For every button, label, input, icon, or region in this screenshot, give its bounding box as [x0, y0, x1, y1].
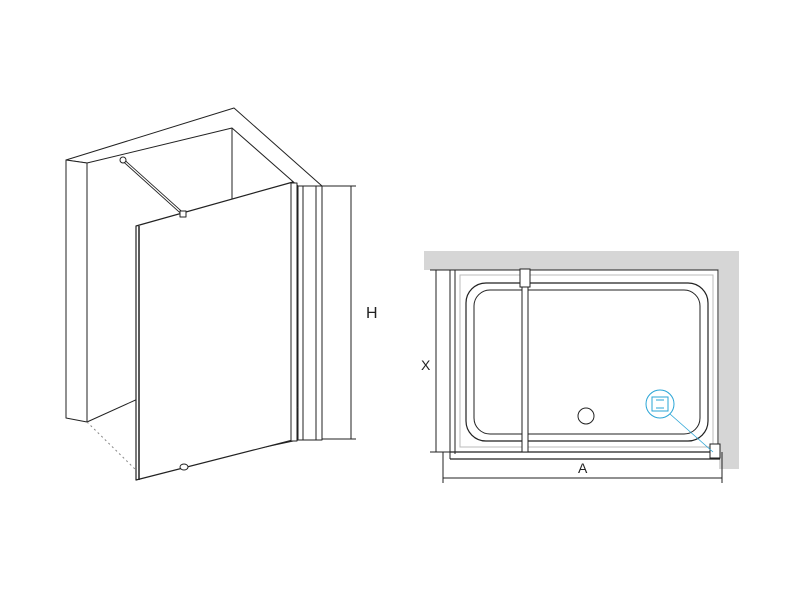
- width-dimension: [442, 452, 723, 483]
- shower-tray-basin-inner: [473, 289, 701, 435]
- wall-top-cap: [65, 107, 323, 187]
- detail-callout-circle: [645, 389, 675, 419]
- glass-panel: [135, 181, 294, 481]
- back-wall-left-face: [65, 159, 88, 423]
- depth-label: X: [421, 357, 431, 373]
- side-wall-face: [297, 185, 323, 441]
- plan-stabilizer-mount: [519, 268, 531, 288]
- back-wall-bottom-edge: [86, 397, 141, 423]
- shower-tray-rim: [459, 274, 714, 448]
- floor-drain: [179, 463, 189, 471]
- plan-view: [424, 251, 739, 483]
- perspective-view: [65, 107, 356, 481]
- width-label: A: [578, 460, 588, 476]
- detail-callout-profile: [651, 396, 669, 412]
- tray-drain: [577, 407, 595, 425]
- stabilizer-bar-inner: [122, 159, 184, 215]
- plan-end-profile: [709, 443, 721, 459]
- stabilizer-wall-mount: [119, 156, 127, 164]
- wall-profile: [290, 182, 298, 442]
- height-label: H: [366, 305, 378, 322]
- height-dimension: [322, 185, 356, 440]
- plan-stabilizer-bar: [521, 269, 529, 453]
- depth-dimension: [430, 269, 466, 453]
- stabilizer-clamp: [179, 210, 187, 218]
- detail-callout-leader: [669, 413, 714, 453]
